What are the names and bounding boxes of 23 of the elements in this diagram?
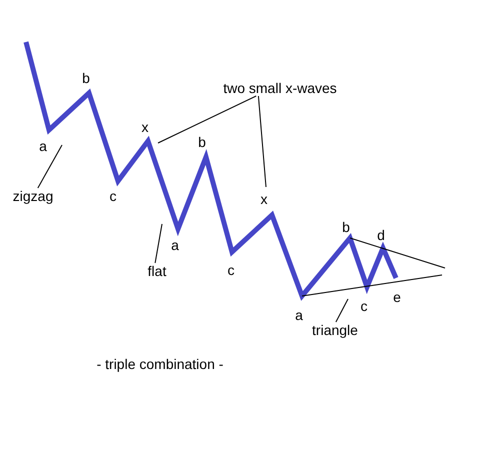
pattern-label: zigzag	[12, 188, 54, 204]
wave-label: c	[360, 298, 368, 314]
wave-label: a	[39, 138, 47, 154]
wave-label: a	[295, 307, 303, 323]
wave-label: e	[393, 289, 401, 305]
wave-label: c	[228, 262, 234, 278]
wave-label: b	[198, 134, 206, 150]
pattern-label: flat	[148, 263, 166, 279]
pattern-label: two small x-waves	[223, 80, 337, 96]
wave-label: a	[171, 237, 179, 253]
leader-line	[158, 96, 257, 144]
leader-line	[335, 298, 348, 322]
wave-label: d	[377, 227, 385, 243]
wave-label: c	[110, 188, 116, 204]
caption: - triple combination -	[96, 356, 224, 372]
leader-line	[258, 96, 266, 188]
wave-label: x	[260, 191, 268, 207]
wave-label: b	[82, 70, 90, 86]
wave-label: b	[342, 219, 350, 235]
leader-line	[37, 144, 62, 188]
wave-label: x	[142, 119, 148, 135]
pattern-label: triangle	[312, 322, 358, 338]
leader-line	[154, 224, 162, 264]
